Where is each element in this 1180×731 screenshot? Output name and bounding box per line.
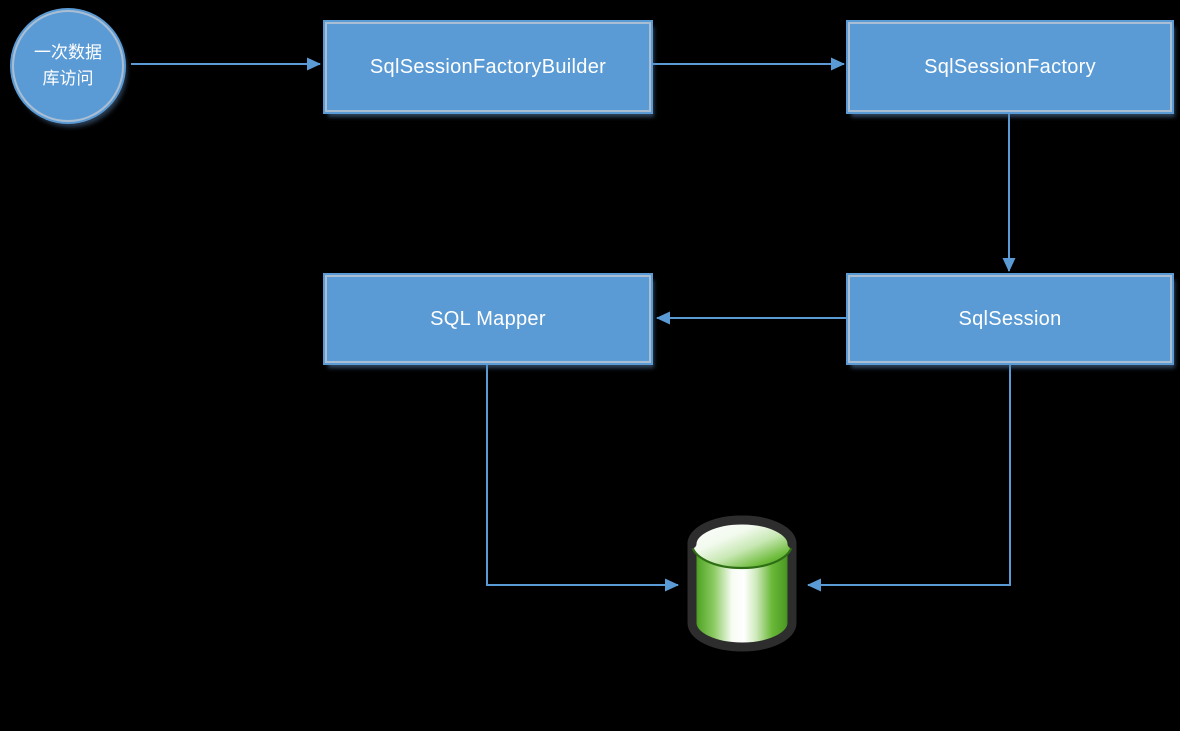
database-node: [681, 509, 803, 659]
sql-mapper-node: SQL Mapper: [325, 275, 651, 363]
sqlsession-node: SqlSession: [848, 275, 1172, 363]
sqlsessionfactory-label: SqlSessionFactory: [924, 55, 1096, 78]
database-cylinder-icon: [687, 515, 797, 652]
start-circle-node: 一次数据库访问: [12, 10, 124, 122]
sqlsessionfactorybuilder-label: SqlSessionFactoryBuilder: [369, 55, 607, 78]
sqlsessionfactorybuilder-node: SqlSessionFactoryBuilder: [325, 22, 651, 112]
connector-mapper-to-database: [486, 365, 679, 592]
sqlsession-label: SqlSession: [958, 307, 1062, 330]
sql-mapper-label: SQL Mapper: [430, 307, 546, 330]
start-circle-label: 一次数据库访问: [34, 42, 102, 88]
connector-session-to-database: [807, 365, 1011, 592]
sqlsessionfactory-node: SqlSessionFactory: [848, 22, 1172, 112]
